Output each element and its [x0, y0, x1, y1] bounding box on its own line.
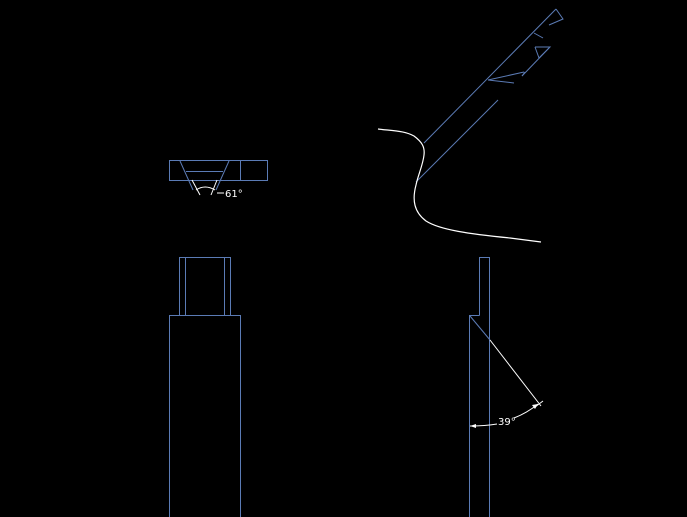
top-view-outline — [169, 160, 268, 181]
angled-tool-view — [415, 8, 564, 183]
tool-lower-edge-a — [415, 99, 499, 183]
tool-notch-line-1 — [533, 32, 544, 39]
dim-arrow-right — [532, 404, 538, 409]
front-view — [169, 257, 241, 517]
tool-upper-edge — [423, 8, 557, 144]
side-view-bevel — [469, 315, 491, 341]
slot-right-edge — [215, 160, 230, 191]
tool-notch-triangle — [534, 46, 552, 59]
front-view-body — [169, 315, 241, 517]
front-view-neck-outer — [179, 257, 231, 316]
dim-extension-left — [191, 179, 201, 196]
tool-tip — [548, 8, 564, 26]
tool-facet-line-3 — [521, 71, 526, 77]
dim-arrow-left — [470, 424, 476, 428]
dim-arc-61 — [195, 186, 216, 191]
tool-facet-line-1 — [487, 71, 525, 81]
top-view: 61° — [169, 160, 268, 200]
angle-label-39: 39° — [498, 417, 516, 428]
profile-curve-path — [377, 128, 542, 243]
slot-left-edge — [179, 160, 194, 191]
side-view: 39° — [469, 257, 544, 517]
side-view-upper — [479, 257, 490, 517]
dim-extension-39 — [489, 339, 542, 407]
side-view-lower — [469, 315, 480, 517]
cutting-profile-curve — [377, 128, 542, 243]
angle-label-61: 61° — [225, 189, 243, 200]
dim-extension-right — [210, 179, 218, 196]
tool-facet-line-2 — [487, 79, 515, 84]
